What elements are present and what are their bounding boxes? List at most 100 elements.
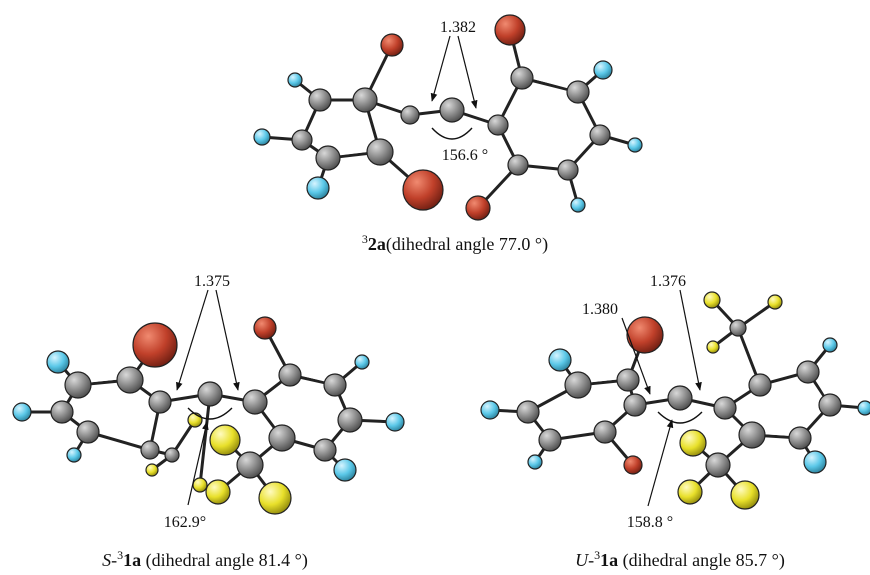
carbon-atom: [713, 396, 737, 420]
bond-arrow: [457, 35, 478, 109]
fluorine-atom: [548, 348, 572, 372]
fluorine-atom: [306, 176, 330, 200]
fluorine-atom: [857, 400, 870, 416]
oxygen-atom: [465, 195, 491, 221]
angle-arrow: [187, 421, 209, 506]
oxygen-atom: [253, 316, 277, 340]
oxygen-atom: [402, 169, 444, 211]
cf3-fluorine-atom: [703, 291, 721, 309]
bond-arrow: [176, 289, 209, 391]
carbon-atom: [352, 87, 378, 113]
angle-label: 156.6 °: [442, 147, 488, 164]
fluorine-atom: [46, 350, 70, 374]
carbon-atom: [291, 129, 313, 151]
carbon-atom: [164, 447, 180, 463]
carbon-atom: [748, 373, 772, 397]
fluorine-atom: [593, 60, 613, 80]
fluorine-atom: [527, 454, 543, 470]
carbon-atom: [236, 451, 264, 479]
carbon-atom: [566, 80, 590, 104]
carbon-atom: [616, 368, 640, 392]
cf3-fluorine-atom: [706, 340, 720, 354]
carbon-atom: [818, 393, 842, 417]
carbon-atom: [796, 360, 820, 384]
carbon-atom: [148, 390, 172, 414]
carbon-atom: [589, 124, 611, 146]
atoms: [480, 291, 870, 510]
angle-label: 158.8 °: [627, 514, 673, 531]
cf3-fluorine-atom: [677, 479, 703, 505]
bond-arrow: [430, 35, 451, 102]
fluorine-atom: [253, 128, 271, 146]
carbene-carbon-atom: [439, 97, 465, 123]
carbon-atom: [337, 407, 363, 433]
bond-arrow: [679, 289, 702, 391]
carbon-atom: [315, 145, 341, 171]
carbon-atom: [76, 420, 100, 444]
fluorine-atom: [66, 447, 82, 463]
bond-arrow: [215, 289, 240, 391]
carbon-atom: [50, 400, 74, 424]
cf3-fluorine-atom: [730, 480, 760, 510]
carbon-atom: [623, 393, 647, 417]
carbon-atom: [538, 428, 562, 452]
bond-length-label-right: 1.376: [650, 273, 686, 290]
carbon-atom: [140, 440, 160, 460]
carbon-atom: [557, 159, 579, 181]
angle-label: 162.9°: [164, 514, 206, 531]
carbon-atom: [400, 105, 420, 125]
bond-arrow: [621, 317, 651, 395]
caption-U-1a: U-31a (dihedral angle 85.7 °): [575, 548, 785, 571]
fluorine-atom: [803, 450, 827, 474]
carbene-carbon-atom: [667, 385, 693, 411]
oxygen-atom: [380, 33, 404, 57]
cf3-fluorine-atom: [209, 424, 241, 456]
carbon-atom: [116, 366, 144, 394]
fluorine-atom: [287, 72, 303, 88]
cf3-fluorine-atom: [679, 429, 707, 457]
carbon-atom: [487, 114, 509, 136]
fluorine-atom: [12, 402, 32, 422]
cf3-fluorine-atom: [187, 412, 203, 428]
carbon-atom: [516, 400, 540, 424]
oxygen-atom: [626, 316, 664, 354]
carbon-atom: [323, 373, 347, 397]
bond-length-label: 1.375: [194, 273, 230, 290]
oxygen-atom: [132, 322, 178, 368]
cf3-fluorine-atom: [258, 481, 292, 515]
oxygen-atom: [494, 14, 526, 46]
carbon-atom: [510, 66, 534, 90]
carbon-atom: [366, 138, 394, 166]
fluorine-atom: [627, 137, 643, 153]
molecule-S-1a: 1.375 162.9° S-31a (dihedral angle 81.4 …: [12, 273, 405, 571]
caption-S-1a: S-31a (dihedral angle 81.4 °): [102, 548, 308, 571]
fluorine-atom: [480, 400, 500, 420]
fluorine-atom: [822, 337, 838, 353]
fluorine-atom: [570, 197, 586, 213]
carbon-atom: [729, 319, 747, 337]
carbon-atom: [278, 363, 302, 387]
molecule-U-1a: 1.380 1.376 158.8 ° U-31a (dihedral angl…: [480, 273, 870, 571]
carbon-atom: [308, 88, 332, 112]
cf3-fluorine-atom: [145, 463, 159, 477]
carbon-atom: [705, 452, 731, 478]
bond-length-label: 1.382: [440, 19, 476, 36]
angle-arc: [187, 407, 233, 420]
carbon-atom: [64, 371, 92, 399]
fluorine-atom: [385, 412, 405, 432]
atoms: [253, 14, 643, 221]
angle-arrow: [647, 419, 674, 507]
oxygen-atom: [623, 455, 643, 475]
cf3-fluorine-atom: [767, 294, 783, 310]
angle-arc: [431, 127, 473, 140]
molecule-2a: 1.382 156.6 ° 32a(dihedral angle 77.0 °): [253, 14, 643, 255]
carbon-atom: [507, 154, 529, 176]
angle-arc: [657, 411, 703, 424]
caption-2a: 32a(dihedral angle 77.0 °): [362, 232, 548, 255]
carbon-atom: [593, 420, 617, 444]
carbon-atom: [313, 438, 337, 462]
carbon-atom: [738, 421, 766, 449]
cf3-fluorine-atom: [192, 477, 208, 493]
carbene-carbon-atom: [197, 381, 223, 407]
